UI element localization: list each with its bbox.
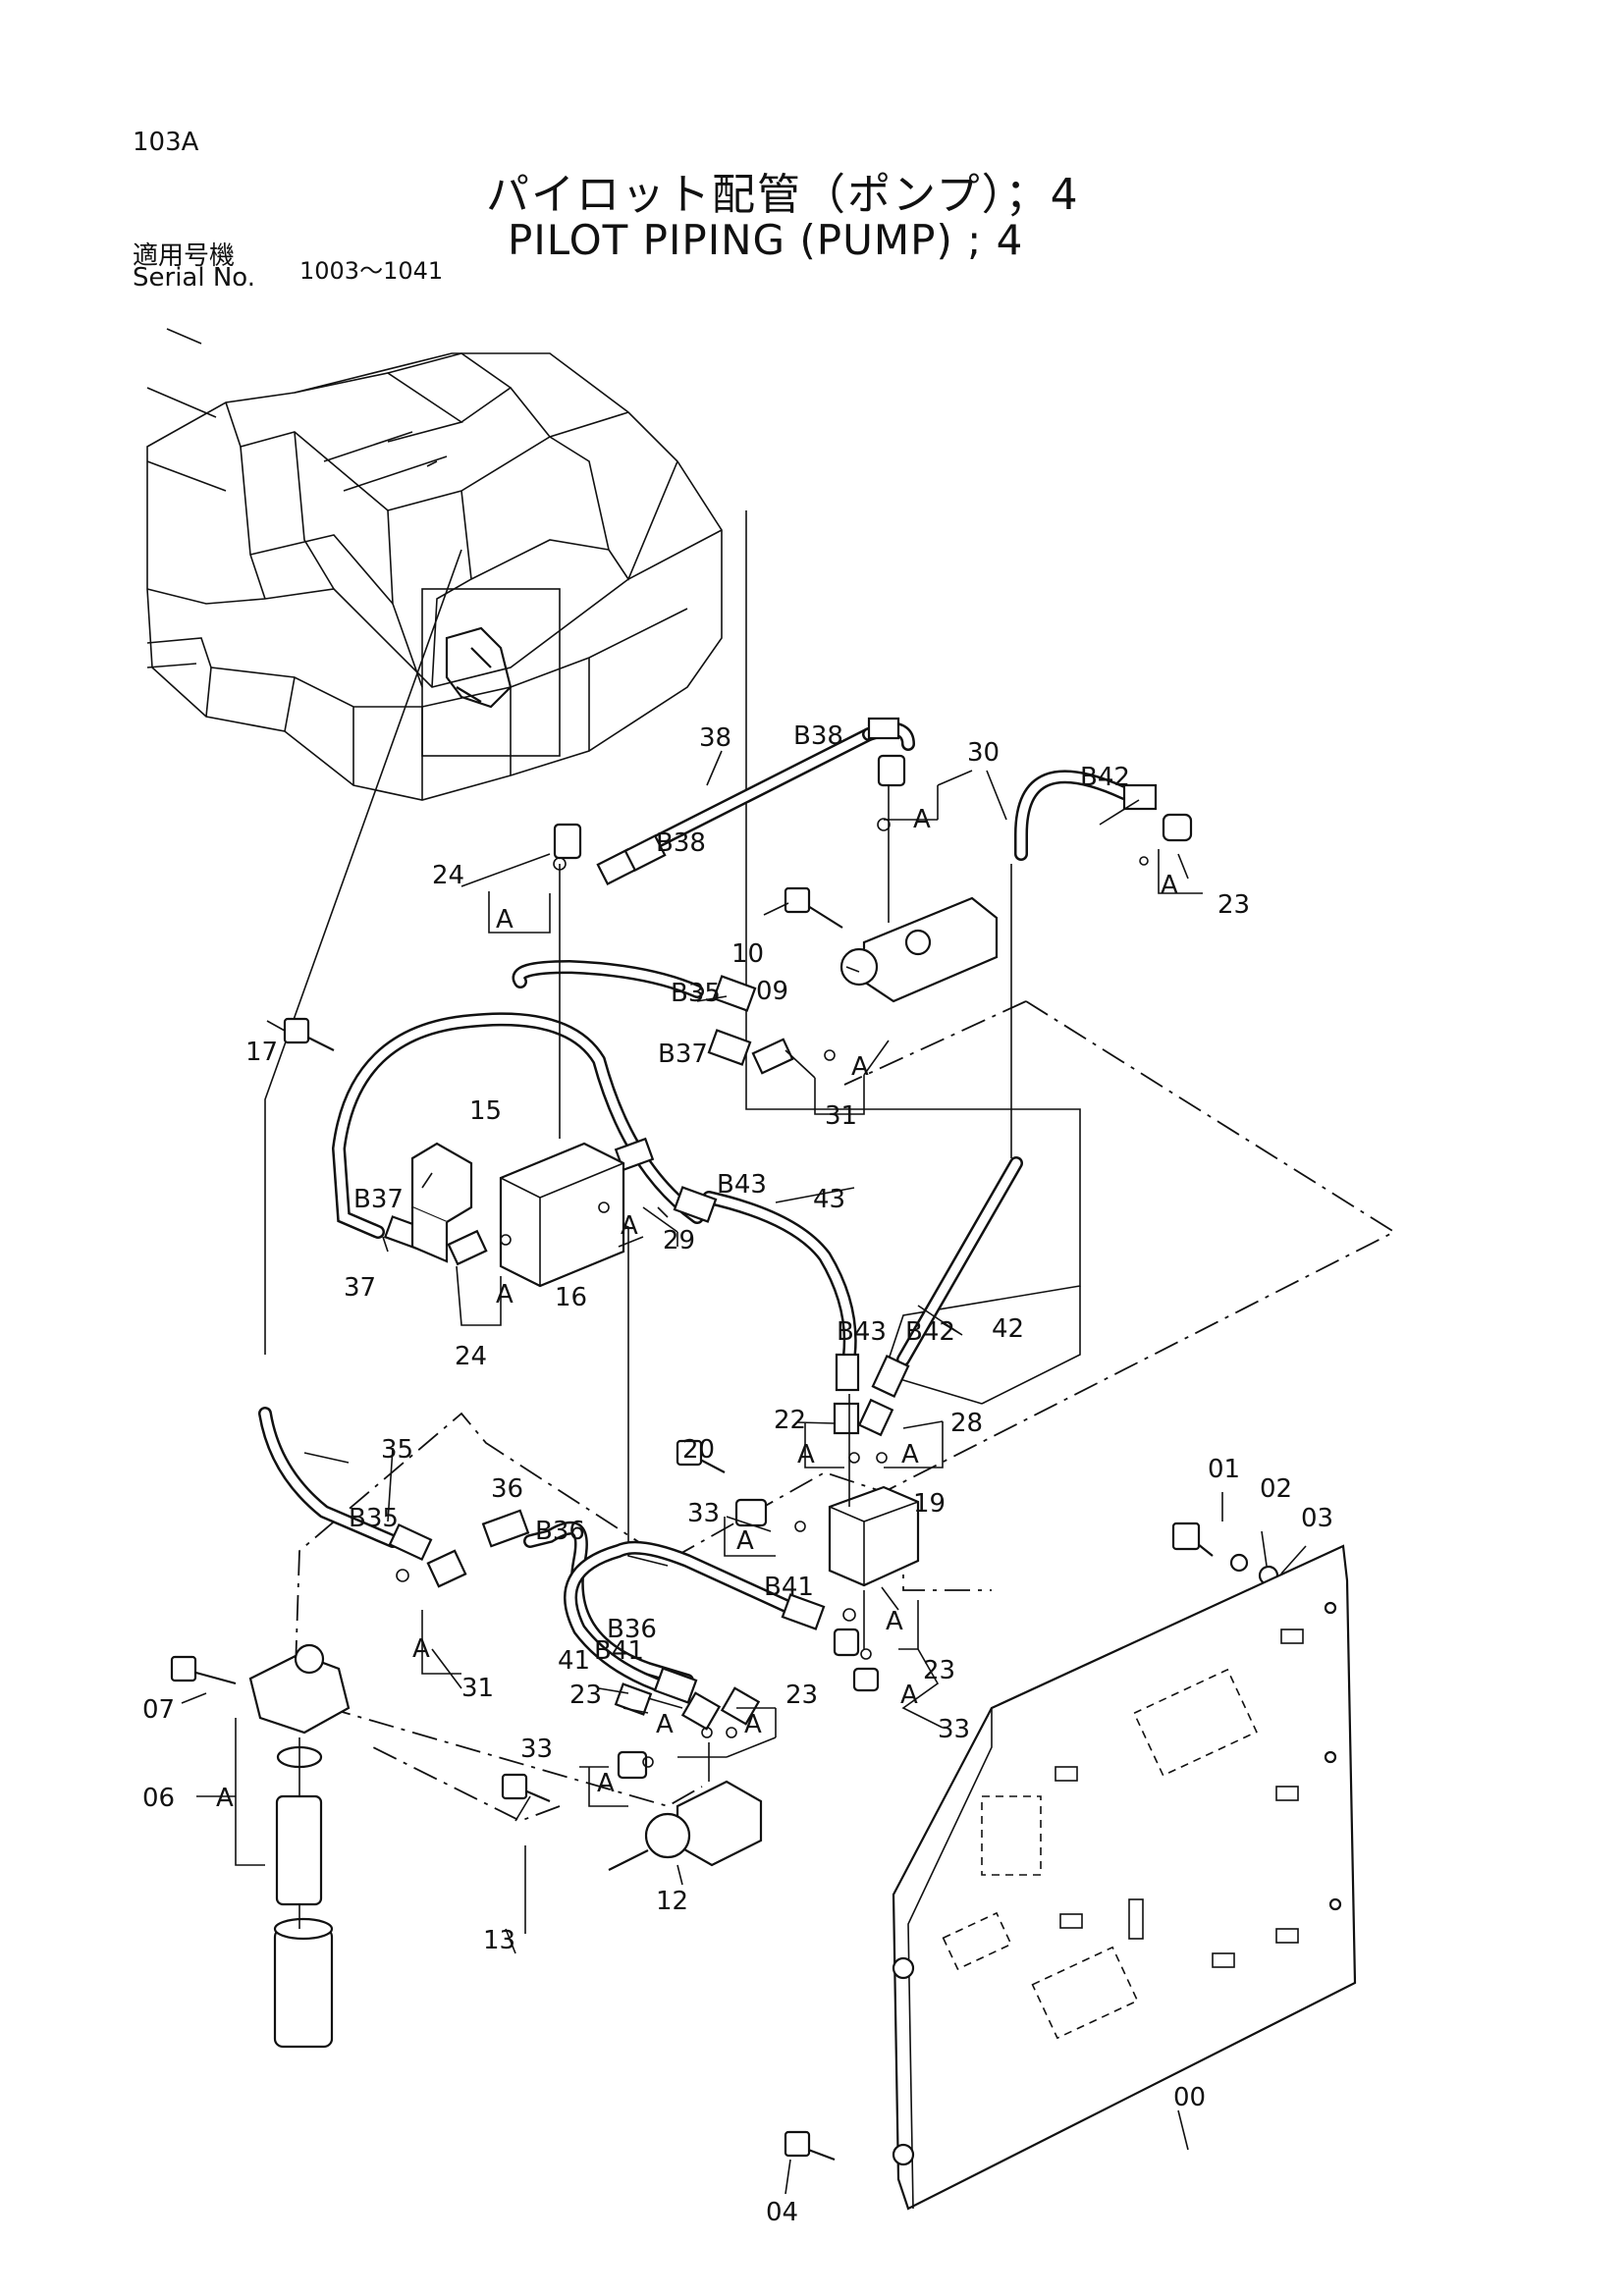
callout-B37-top: B37 — [658, 1040, 708, 1069]
callout-13: 13 — [483, 1926, 515, 1955]
callout-B41: B41 — [594, 1636, 644, 1666]
callout-B36: B36 — [607, 1615, 657, 1644]
mark-a-24-lower: A — [496, 1280, 514, 1309]
fittings — [170, 717, 1279, 2162]
title-english: PILOT PIPING (PUMP) ; 4 — [508, 216, 1024, 264]
callout-41: 41 — [558, 1646, 590, 1676]
callout-B37-left: B37 — [353, 1185, 404, 1214]
callout-labels: 38 B38 B38 30 B42 23 24 10 09 B35 17 B37… — [142, 721, 1333, 2227]
callout-B41-top: B41 — [764, 1573, 814, 1602]
callout-23-lower-right: 23 — [785, 1681, 818, 1710]
mark-a-33: A — [736, 1526, 754, 1556]
callout-16: 16 — [555, 1283, 587, 1312]
callout-04: 04 — [766, 2198, 798, 2227]
callout-37: 37 — [344, 1273, 376, 1303]
callout-24-lower: 24 — [455, 1342, 487, 1371]
callout-23-lower-left: 23 — [569, 1681, 602, 1710]
callout-24-top: 24 — [432, 861, 464, 890]
mark-a-23-right: A — [886, 1607, 903, 1636]
callout-07: 07 — [142, 1695, 175, 1725]
mark-a-23-lower-left: A — [656, 1710, 674, 1739]
callout-B38-top: B38 — [793, 721, 843, 751]
mark-a-31: A — [851, 1052, 869, 1082]
callout-B35-top: B35 — [671, 979, 721, 1008]
serial-label-english: Serial No. — [133, 263, 255, 293]
callout-31-top: 31 — [825, 1101, 857, 1131]
callout-31-lower: 31 — [461, 1674, 494, 1703]
callout-B36-top: B36 — [535, 1517, 585, 1546]
callout-38: 38 — [699, 723, 731, 753]
callout-29: 29 — [663, 1226, 695, 1255]
callout-12: 12 — [656, 1887, 688, 1916]
mark-a-22: A — [797, 1440, 815, 1469]
callout-15: 15 — [469, 1096, 502, 1126]
mark-a-23-lower-right: A — [744, 1710, 762, 1739]
callout-02: 02 — [1260, 1474, 1292, 1504]
mark-a-06: A — [216, 1784, 234, 1813]
callout-B35: B35 — [349, 1504, 399, 1533]
callout-33-right: 33 — [938, 1715, 970, 1744]
callout-10: 10 — [731, 939, 764, 969]
mark-a-23: A — [1161, 871, 1178, 900]
serial-label-japanese: 適用号機 — [133, 241, 236, 271]
callout-20: 20 — [682, 1435, 715, 1465]
callout-28: 28 — [950, 1409, 983, 1438]
serial-range: 1003～1041 — [299, 257, 444, 285]
page-number: 103A — [133, 128, 199, 157]
mark-a-33-right: A — [900, 1681, 918, 1710]
callout-30: 30 — [967, 738, 1000, 768]
mark-a-29: A — [621, 1211, 638, 1241]
callout-03: 03 — [1301, 1504, 1333, 1533]
callout-23-top: 23 — [1217, 890, 1250, 920]
callout-06: 06 — [142, 1784, 175, 1813]
callout-B42-top: B42 — [1080, 763, 1130, 792]
mark-a-28: A — [901, 1440, 919, 1469]
callout-B42: B42 — [905, 1317, 955, 1347]
hoses — [258, 721, 1131, 1695]
callout-36: 36 — [491, 1474, 523, 1504]
callout-B43-top: B43 — [717, 1170, 767, 1200]
mark-a-24: A — [496, 905, 514, 934]
callout-35: 35 — [381, 1435, 413, 1465]
callout-17: 17 — [245, 1038, 278, 1067]
callout-22: 22 — [774, 1406, 806, 1435]
callout-23-right: 23 — [923, 1656, 955, 1685]
callout-leaders — [181, 750, 1307, 2195]
mark-a-30: A — [913, 805, 931, 834]
callout-33-lower: 33 — [520, 1735, 553, 1764]
title-japanese: パイロット配管（ポンプ）；4 — [486, 170, 1080, 220]
callout-01: 01 — [1208, 1455, 1240, 1484]
mark-a-31-lower: A — [412, 1634, 430, 1664]
callout-42: 42 — [992, 1314, 1024, 1344]
callout-00: 00 — [1173, 2083, 1206, 2112]
machine-overview-sketch — [146, 328, 723, 801]
callout-B38: B38 — [656, 828, 706, 858]
callout-33-mid: 33 — [687, 1499, 720, 1528]
mark-a-33-lower: A — [597, 1769, 615, 1798]
callout-43: 43 — [813, 1185, 845, 1214]
connection-marks: A A A A A A A A A A A A A A A A — [216, 805, 1178, 1813]
callout-19: 19 — [913, 1489, 946, 1519]
callout-B43: B43 — [837, 1317, 887, 1347]
cover-plate — [892, 1544, 1357, 2211]
callout-09: 09 — [756, 977, 788, 1006]
